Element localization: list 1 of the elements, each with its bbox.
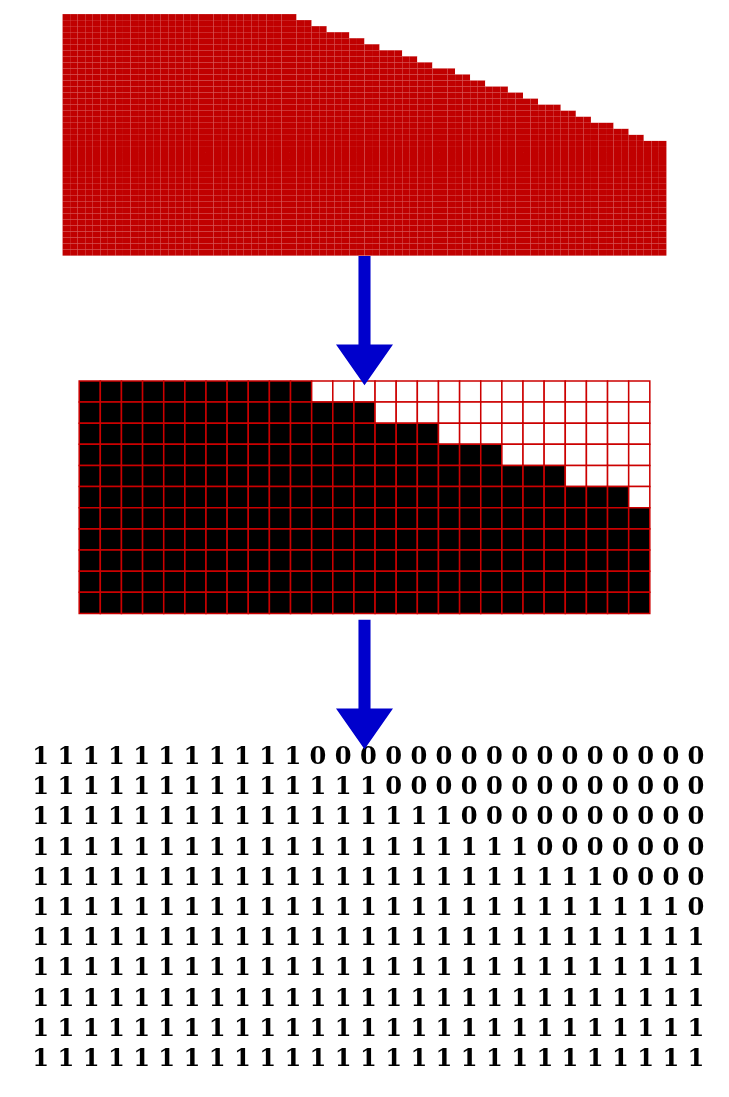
node-text: 1 1 1 1 1 1 1 1 1 1 1 0 0 0 0 0 0 0 0 0 0 0 0 0 0 0 0 1 1 1 1 1 1 1 1 1 1 1 1 1 1 0 0 0 0 0 0 0 0 0 0 0 0 0 1 1 1 1 1 1 1 1 1 1 1 1 1 1 1 1 1 0 0 0 0 0 0 0 0 0 0 1 1 1 1 1 1 1 1 1 1 1 1 1 1 1 1 1 1 1 1 0 0 0 0 0 0 0 1 1 1 1 1 1 1 1 1 1 1 1 1 1 1 1 1 1 1 1 1 1 1 0 0 0 0 1 1 1 1 1 1 1 1 1 1 1 1 1 1 1 1 1 1 1 1 1 1 1 1 1 1 0 1 1 1 1 1 1 1 1 1 1 1 1 1 1 1 1 1 1 1 1 1 1 1 1 1 1 1 1 1 1 1 1 1 1 1 1 1 1 1 1 1 1 1 1 1 1 1 1 1 1 1 1 1 1 1 1 1 1 1 1 1 1 1 1 1 1 1 1 1 1 1 1 1 1 1 1 1 1 1 1 1 1 1 1 1 1 1 1 1 1 1 1 1 1 1 1 1 1 1 1 1 1 1 1 1 1 1 1 1 1 1 1 1 1 1 1 1 1 1 1 1 1 1 1 1 1 1 1 1 1 1 1 1 1 1 [32, 741, 705, 1072]
